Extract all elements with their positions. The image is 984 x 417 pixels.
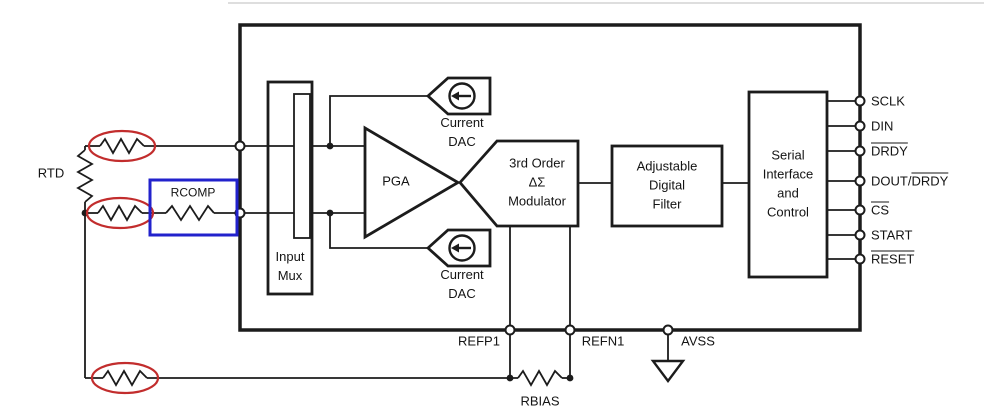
terminal-cs — [854, 204, 866, 216]
current-source-icon-bottom — [448, 234, 476, 262]
pin-label-avss: AVSS — [681, 333, 715, 349]
current-source-icon-top — [448, 82, 476, 110]
pga-label: PGA — [382, 173, 410, 189]
pin-terminals — [234, 95, 866, 336]
digital-filter-box — [610, 144, 724, 228]
lead-resistor-top — [99, 137, 145, 155]
rcomp-resistor — [165, 204, 215, 222]
pin-label-refp1: REFP1 — [458, 333, 500, 349]
modulator-label: 3rd Order ΔΣ Modulator — [508, 155, 566, 209]
red-ellipse-lead-middle — [85, 196, 155, 230]
rtd-resistor — [76, 149, 94, 203]
serial-interface-label: Serial Interface and Control — [762, 147, 814, 219]
red-ellipse-lead-top — [87, 129, 157, 163]
wire-dac-bottom — [329, 213, 428, 249]
red-highlights — [85, 129, 160, 395]
input-mux-inner-box — [293, 93, 311, 239]
pin-label-refn1: REFN1 — [581, 333, 625, 349]
pin-label-start: START — [871, 227, 913, 243]
terminal-sclk — [854, 95, 866, 107]
pga-triangle — [363, 125, 461, 240]
lead-resistor-middle — [97, 204, 143, 222]
red-ellipse-lead-bottom — [90, 361, 160, 395]
terminal-avss — [662, 324, 674, 336]
terminal-dout-drdy — [854, 175, 866, 187]
terminal-refp1 — [504, 324, 516, 336]
rtd-label: RTD — [37, 165, 65, 181]
digital-filter-label: Adjustable Digital Filter — [636, 158, 698, 212]
pin-label-reset: RESET — [871, 251, 915, 267]
rcomp-label: RCOMP — [170, 185, 216, 200]
rcomp-highlight-box — [148, 178, 239, 237]
pin-label-drdy: DRDY — [871, 143, 908, 159]
pin-label-cs: CS — [871, 202, 890, 218]
terminal-din — [854, 120, 866, 132]
input-mux-label: Input Mux — [275, 249, 305, 283]
lead-resistor-bottom — [102, 369, 148, 387]
ground-symbol — [650, 359, 686, 383]
terminal-drdy — [854, 145, 866, 157]
wire-dac-top — [329, 95, 428, 146]
current-dac-top-label: Current DAC — [440, 115, 484, 149]
modulator-shape — [458, 139, 580, 228]
terminal-reset — [854, 253, 866, 265]
pin-label-din: DIN — [871, 118, 894, 134]
serial-interface-box — [747, 90, 829, 279]
terminal-ain-top — [234, 140, 246, 152]
rbias-resistor — [517, 369, 563, 387]
input-mux-box — [266, 80, 314, 296]
current-dac-bottom-label: Current DAC — [440, 267, 484, 301]
rbias-label: RBIAS — [520, 393, 560, 409]
terminal-refn1 — [564, 324, 576, 336]
pin-label-sclk: SCLK — [871, 93, 905, 109]
terminal-start — [854, 229, 866, 241]
pin-label-dout-drdy: DOUT/DRDY — [871, 173, 949, 189]
